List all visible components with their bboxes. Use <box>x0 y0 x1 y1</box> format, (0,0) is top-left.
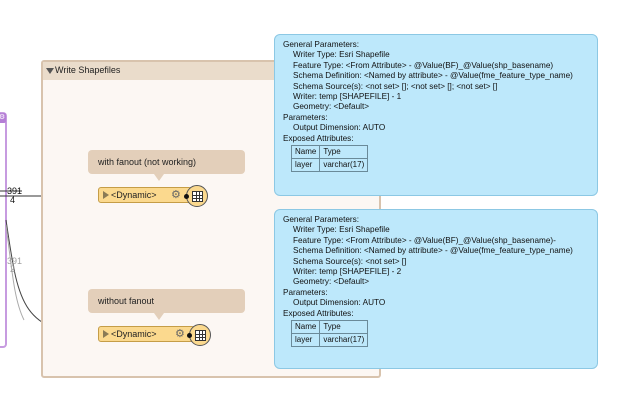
table-header-row: Name Type <box>290 145 369 160</box>
output-dimension-line: Output Dimension: AUTO <box>293 298 386 308</box>
table-icon <box>195 330 206 341</box>
parameters-header: Parameters: <box>283 112 328 122</box>
exposed-attributes-table: Name Type layer varchar(17) <box>290 320 369 348</box>
writer-info-popup-bottom: General Parameters: Writer Type: Esri Sh… <box>274 209 598 369</box>
exposed-attributes-header: Exposed Attributes: <box>283 133 354 143</box>
feature-count-top-a: 391 <box>7 186 23 196</box>
exposed-attributes-table: Name Type layer varchar(17) <box>290 145 369 173</box>
table-cell: layer <box>290 333 321 348</box>
writer-info-popup-top: General Parameters: Writer Type: Esri Sh… <box>274 34 598 196</box>
table-header-row: Name Type <box>290 320 369 335</box>
writer-table-icon[interactable] <box>189 324 211 346</box>
feature-type-line: Feature Type: <From Attribute> - @Value(… <box>293 60 554 70</box>
table-row: layer varchar(17) <box>290 158 369 173</box>
table-header-cell: Type <box>319 145 369 160</box>
table-header-cell: Name <box>290 145 321 160</box>
general-parameters-header: General Parameters: <box>283 40 359 49</box>
parameters-header: Parameters: <box>283 287 328 297</box>
table-cell: varchar(17) <box>319 333 369 348</box>
annotation-note-bottom[interactable]: without fanout <box>88 289 245 313</box>
feature-type-line: Feature Type: <From Attribute> - @Value(… <box>293 235 556 245</box>
bookmark-title: Write Shapefiles <box>55 65 121 75</box>
geometry-line: Geometry: <Default> <box>293 277 369 287</box>
annotation-tail <box>154 313 164 320</box>
connection-line-bottom-faint <box>5 224 25 321</box>
general-parameters-header: General Parameters: <box>283 215 359 224</box>
writer-line: Writer: temp [SHAPEFILE] - 2 <box>293 267 402 277</box>
output-dimension-line: Output Dimension: AUTO <box>293 123 386 133</box>
input-port-icon[interactable] <box>103 191 109 199</box>
annotation-note-top[interactable]: with fanout (not working) <box>88 150 245 174</box>
schema-definition-line: Schema Definition: <Named by attribute> … <box>293 246 573 256</box>
writer-type-line: Writer Type: Esri Shapefile <box>293 50 390 60</box>
connection-port-dot <box>187 333 192 338</box>
table-header-cell: Type <box>319 320 369 335</box>
input-port-icon[interactable] <box>103 330 109 338</box>
writer-table-icon[interactable] <box>186 185 208 207</box>
table-icon <box>192 191 203 202</box>
feature-count-top-b: 4 <box>10 195 16 205</box>
writer-node-bottom[interactable]: <Dynamic> ⚙ <box>98 326 195 342</box>
annotation-tail <box>154 174 164 181</box>
exposed-attributes-header: Exposed Attributes: <box>283 308 354 318</box>
writer-line: Writer: temp [SHAPEFILE] - 1 <box>293 92 402 102</box>
writer-type-line: Writer Type: Esri Shapefile <box>293 225 390 235</box>
gear-icon[interactable]: ⚙ <box>175 328 185 340</box>
annotation-text: without fanout <box>98 296 155 306</box>
feature-count-bottom-a: 391 <box>7 256 23 266</box>
feature-count-bottom-b: 2 <box>10 264 16 274</box>
schema-sources-line: Schema Source(s): <not set> [] <box>293 256 407 266</box>
table-cell: layer <box>290 158 321 173</box>
transformer-menu-icon[interactable]: ⚙ <box>0 113 6 123</box>
connection-port-dot <box>184 194 189 199</box>
schema-definition-line: Schema Definition: <Named by attribute> … <box>293 71 573 81</box>
table-cell: varchar(17) <box>319 158 369 173</box>
geometry-line: Geometry: <Default> <box>293 102 369 112</box>
writer-feature-type-label: <Dynamic> <box>111 329 157 339</box>
annotation-text: with fanout (not working) <box>98 157 197 167</box>
writer-feature-type-label: <Dynamic> <box>111 190 157 200</box>
table-row: layer varchar(17) <box>290 333 369 348</box>
collapse-triangle-icon[interactable] <box>46 68 54 74</box>
writer-node-top[interactable]: <Dynamic> ⚙ <box>98 187 192 203</box>
table-header-cell: Name <box>290 320 321 335</box>
gear-icon[interactable]: ⚙ <box>171 189 181 201</box>
schema-sources-line: Schema Source(s): <not set> []; <not set… <box>293 81 498 91</box>
